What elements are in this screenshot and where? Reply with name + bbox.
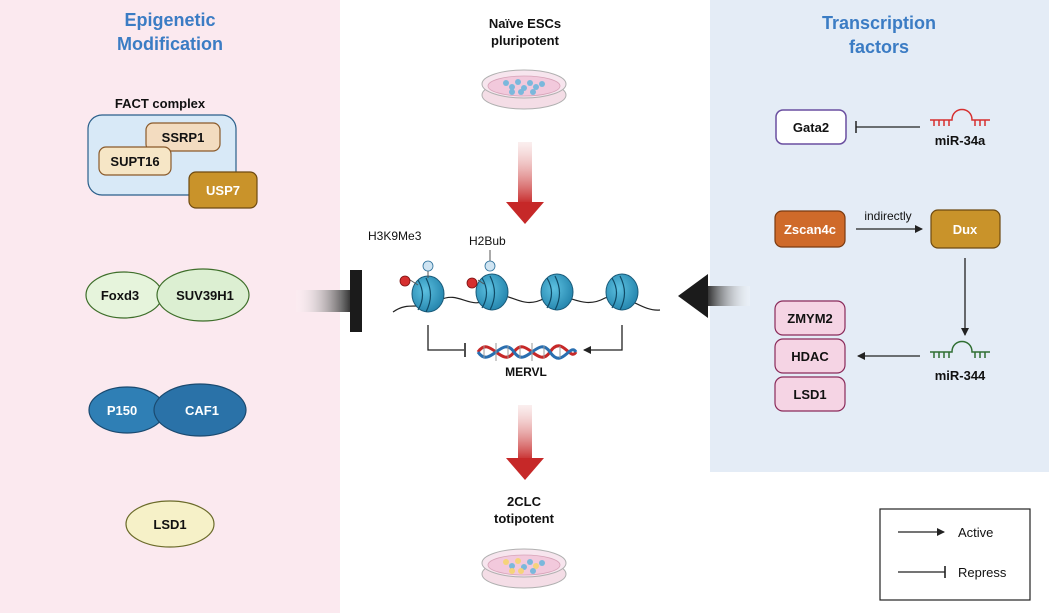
left-panel-title-line1: Epigenetic (124, 10, 215, 30)
mir344-icon (930, 340, 990, 358)
nucleosome-1 (411, 275, 445, 313)
right-panel-title-line2: factors (849, 37, 909, 57)
petri-dish-icon-top (481, 69, 567, 110)
left-inhibition-arm (296, 290, 352, 312)
supt16-box (98, 146, 172, 176)
indirectly-label: indirectly (864, 209, 911, 223)
supt16-label: SUPT16 (110, 154, 159, 169)
mir344-label: miR-344 (935, 368, 986, 383)
naive-escs-label: Naïve ESCs (489, 16, 561, 31)
totipotent-label: totipotent (494, 511, 555, 526)
nucleosome-3 (540, 273, 574, 311)
lsd1-label-right: LSD1 (793, 387, 826, 402)
ssrp1-label: SSRP1 (162, 130, 205, 145)
dux-box (930, 209, 1001, 249)
right-activation-arrowhead (678, 274, 708, 318)
p150-label: P150 (107, 403, 137, 418)
h2bub-marker-icon (466, 250, 496, 289)
gata2-box (775, 109, 847, 145)
red-arrow-bottom-shaft (518, 405, 532, 461)
h3k9me3-label: H3K9Me3 (368, 229, 422, 243)
right-activation-arm (705, 286, 750, 306)
lsd1-oval-left (125, 500, 215, 548)
left-inhibition-bar (350, 270, 362, 332)
zmym2-label: ZMYM2 (787, 311, 833, 326)
h3k9me3-marker-icon (399, 260, 434, 287)
pluripotent-label: pluripotent (491, 33, 560, 48)
suv39h1-oval (156, 268, 250, 322)
2clc-label: 2CLC (507, 494, 542, 509)
zscan4c-label: Zscan4c (784, 222, 836, 237)
activate-to-mervl-arrow (583, 325, 623, 354)
lsd1-label-left: LSD1 (153, 517, 186, 532)
red-arrow-top-shaft (518, 142, 532, 204)
h2bub-label: H2Bub (469, 234, 506, 248)
legend-active-label: Active (958, 525, 993, 540)
hdac-box (774, 338, 846, 374)
usp7-box (188, 171, 258, 209)
usp7-label: USP7 (206, 183, 240, 198)
red-arrow-top-head (506, 202, 544, 224)
zscan4c-box (774, 210, 846, 248)
lsd1-box-right (774, 376, 846, 412)
mervl-label: MERVL (505, 365, 547, 379)
suv39h1-label: SUV39H1 (176, 288, 234, 303)
ssrp1-box (145, 122, 221, 152)
fact-complex-label: FACT complex (115, 96, 206, 111)
dux-label: Dux (953, 222, 978, 237)
caf1-label: CAF1 (185, 403, 219, 418)
zmym2-box (774, 300, 846, 336)
petri-dish-icon-bottom (481, 548, 567, 589)
red-arrow-bottom-head (506, 458, 544, 480)
right-panel-title-line1: Transcription (822, 13, 936, 33)
hdac-label: HDAC (791, 349, 829, 364)
nucleosome-4 (605, 273, 639, 311)
gata2-label: Gata2 (793, 120, 829, 135)
nucleosome-2 (475, 273, 509, 311)
caf1-oval (153, 383, 247, 437)
foxd3-label: Foxd3 (101, 288, 139, 303)
mir34a-label: miR-34a (935, 133, 986, 148)
repress-to-mervl-line (427, 325, 464, 351)
legend-repress-label: Repress (958, 565, 1007, 580)
legend-box (879, 508, 1031, 601)
mir34a-icon (930, 108, 990, 126)
mervl-dna-helix-icon (476, 343, 578, 361)
left-panel-title-line2: Modification (117, 34, 223, 54)
